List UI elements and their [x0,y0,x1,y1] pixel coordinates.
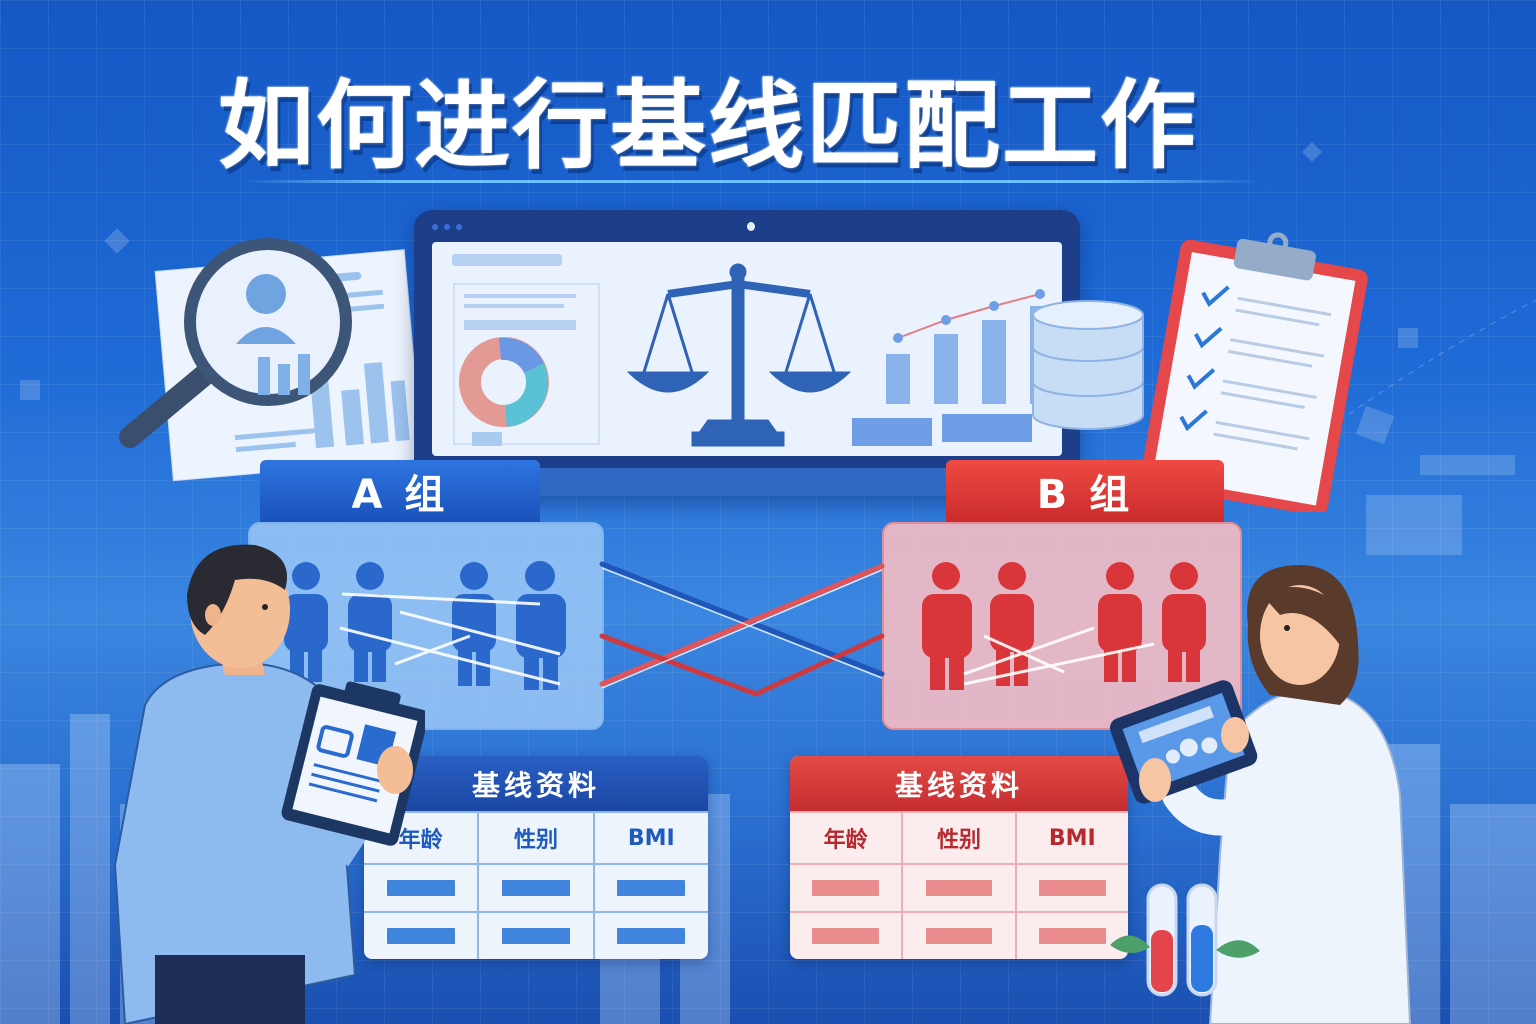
baseline-table-b: 基线资料 年龄 性别 BMI [790,756,1128,959]
person-icon [1098,562,1142,682]
value-placeholder-bar [1038,880,1106,896]
person-icon [516,561,566,690]
database-icon [1032,300,1144,430]
magnifier-document-illustration [119,238,424,482]
column-header: BMI [1016,811,1128,863]
person-icon [284,562,328,682]
person-icon [990,562,1034,686]
table-b-title: 基线资料 [790,756,1128,811]
matching-connection-lines [599,561,885,697]
magnifier-icon [119,238,352,448]
table-b-header-row: 年龄 性别 BMI [790,811,1128,863]
value-placeholder-bar [502,880,570,896]
table-row [364,863,708,911]
test-tubes-icon [1110,883,1260,997]
group-b-label: B 组 [946,460,1224,522]
value-placeholder-bar [925,928,993,944]
balance-scale-icon [626,263,852,447]
value-placeholder-bar [812,928,880,944]
value-placeholder-bar [386,880,455,896]
page-title: 如何进行基线匹配工作 [218,70,1198,182]
group-b-people [922,562,1206,690]
column-header: BMI [594,811,708,863]
table-row [790,911,1128,959]
value-placeholder-bar [617,928,686,944]
table-row [364,911,708,959]
window-dots [432,224,462,230]
clipboard-icon [281,681,425,846]
male-researcher-illustration [113,544,425,1024]
value-placeholder-bar [617,880,686,896]
table-a-header-row: 年龄 性别 BMI [364,811,708,863]
value-placeholder-bar [386,928,455,944]
female-doctor-illustration [1109,565,1412,1024]
column-header: 性别 [903,811,1017,863]
group-a-panel [248,522,604,730]
baseline-table-a: 基线资料 年龄 性别 BMI [364,756,708,959]
monitor-camera [747,222,755,231]
person-icon [922,562,972,690]
value-placeholder-bar [812,880,880,896]
table-a-title: 基线资料 [364,756,708,811]
group-a-label: A 组 [260,460,540,522]
group-a-people [284,561,566,690]
table-row [790,863,1128,911]
monitor-screen [432,242,1062,456]
value-placeholder-bar [1038,928,1106,944]
person-avatar-icon [246,274,286,314]
value-placeholder-bar [925,880,993,896]
person-icon [1162,562,1206,682]
column-header: 年龄 [790,811,904,863]
value-placeholder-bar [502,928,570,944]
title-underline [240,180,1260,183]
column-header: 年龄 [364,811,480,863]
bar-line-chart-icon [852,289,1054,446]
column-header: 性别 [479,811,595,863]
monitor-dashboard [414,210,1080,496]
checklist-clipboard-icon [1140,232,1368,512]
donut-chart-icon [459,337,549,427]
